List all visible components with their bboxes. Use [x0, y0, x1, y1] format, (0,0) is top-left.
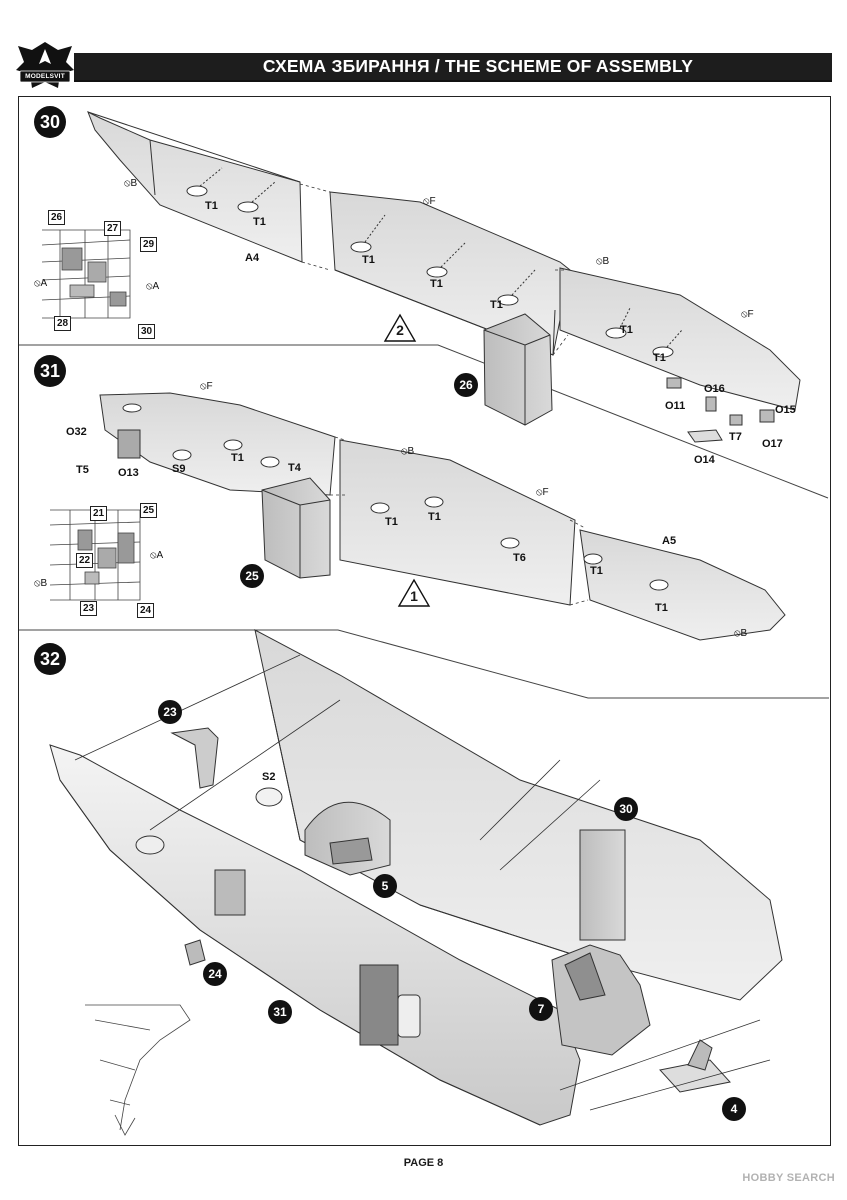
- part-label: O17: [762, 438, 783, 450]
- part-label: T1: [590, 565, 603, 577]
- part-label: T1: [620, 324, 633, 336]
- modelsvit-logo-icon: [16, 42, 74, 88]
- step32-part-23-panel: [170, 727, 219, 789]
- sequence-triangle-2: [383, 313, 417, 342]
- step30-section-aft: [559, 267, 801, 411]
- step31-section-aft: [579, 529, 786, 641]
- part-number-30: 30: [614, 797, 638, 821]
- part-label: O16: [704, 383, 725, 395]
- glue-mark: ⦸A: [146, 281, 160, 292]
- part-label: O15: [775, 404, 796, 416]
- inset-part-label: 25: [140, 503, 158, 518]
- part-label: S9: [172, 463, 186, 475]
- part-label: O32: [66, 426, 87, 438]
- inset-part-label: 28: [54, 316, 72, 331]
- inset-part-label: 21: [90, 506, 108, 521]
- part-label: T6: [513, 552, 526, 564]
- glue-mark: ⦸A: [34, 278, 48, 289]
- step32-detail-inset: [85, 1004, 191, 1136]
- glue-mark: ⦸B: [596, 256, 610, 267]
- part-label: A5: [662, 535, 677, 547]
- part-number-24: 24: [203, 962, 227, 986]
- inset-part-label: 22: [76, 553, 94, 568]
- part-number-4: 4: [722, 1097, 746, 1121]
- watermark-text: HOBBY SEARCH: [742, 1172, 835, 1184]
- step30-small-parts: [666, 377, 775, 443]
- instruction-frame: [18, 96, 831, 1146]
- step30-assembly-arrows: [299, 183, 569, 356]
- part-label: A4: [245, 252, 260, 264]
- sequence-triangle-1: [397, 578, 431, 607]
- part-label: T1: [362, 254, 375, 266]
- part-number-25: 25: [240, 564, 264, 588]
- part-number-7: 7: [529, 997, 553, 1021]
- part-number-5: 5: [373, 874, 397, 898]
- step31-section-middle: [339, 439, 576, 606]
- inset-part-label: 26: [48, 210, 66, 225]
- page-header: MODELSVIT СХЕМА ЗБИРАННЯ / THE SCHEME OF…: [14, 40, 832, 90]
- step32-fuselage-upper-half: [254, 629, 783, 1001]
- step32-part-7-seat: [551, 944, 651, 1056]
- page-title: СХЕМА ЗБИРАННЯ / THE SCHEME OF ASSEMBLY: [262, 56, 694, 76]
- glue-mark: ⦸A: [150, 550, 164, 561]
- step32-part-24-bracket: [184, 939, 206, 966]
- part-label: T1: [655, 602, 668, 614]
- step31-assembly-arrows: [330, 436, 589, 606]
- sequence-marker-1: 1: [410, 588, 418, 604]
- inset-part-label: 23: [80, 601, 98, 616]
- step32-part-s2-window: [255, 787, 283, 807]
- glue-mark: ⦸B: [734, 628, 748, 639]
- part-label: S2: [262, 771, 276, 783]
- step32-part-4-floor: [659, 1039, 731, 1093]
- step30-bulkhead-26: [483, 313, 553, 426]
- title-bar: [74, 53, 832, 82]
- logo-text: MODELSVIT: [25, 73, 65, 80]
- page-number: PAGE 8: [403, 1157, 444, 1169]
- part-label: T4: [288, 462, 301, 474]
- step-number-30: 30: [34, 106, 66, 138]
- sequence-marker-2: 2: [396, 322, 404, 338]
- part-label: T1: [490, 299, 503, 311]
- part-label: T1: [428, 511, 441, 523]
- step32-assembly-lines: [74, 654, 771, 1111]
- part-number-26: 26: [454, 373, 478, 397]
- glue-mark: ⦸F: [200, 381, 213, 392]
- glue-mark: ⦸B: [401, 446, 415, 457]
- part-label: T1: [205, 200, 218, 212]
- watermark: HOBBY SEARCH: [742, 1172, 835, 1184]
- inset-part-label: 24: [137, 603, 155, 618]
- part-label: O14: [694, 454, 715, 466]
- glue-mark: ⦸B: [34, 578, 48, 589]
- part-number-31: 31: [268, 1000, 292, 1024]
- inset-part-label: 27: [104, 221, 122, 236]
- step31-section-forward: [99, 392, 336, 496]
- inset-part-label: 30: [138, 324, 156, 339]
- step31-bulkhead-25: [261, 477, 331, 579]
- part-label: T1: [385, 516, 398, 528]
- inset-part-label: 29: [140, 237, 158, 252]
- part-label: T5: [76, 464, 89, 476]
- part-label: O13: [118, 467, 139, 479]
- glue-mark: ⦸F: [741, 309, 754, 320]
- part-label: T1: [430, 278, 443, 290]
- part-label: T1: [231, 452, 244, 464]
- step32-fuselage-lower-half: [49, 744, 581, 1126]
- step31-inset-panel: [49, 509, 141, 601]
- part-label: T1: [653, 352, 666, 364]
- glue-mark: ⦸F: [536, 487, 549, 498]
- step30-inset-panel: [41, 229, 131, 319]
- part-number-23: 23: [158, 700, 182, 724]
- glue-mark: ⦸B: [124, 178, 138, 189]
- step-number-31: 31: [34, 355, 66, 387]
- glue-mark: ⦸F: [423, 196, 436, 207]
- part-label: O11: [665, 400, 686, 412]
- section-divider-30-31: [19, 344, 829, 499]
- step30-section-a4: [87, 110, 303, 263]
- step-number-32: 32: [34, 643, 66, 675]
- step32-part-5-bulkhead: [304, 801, 391, 876]
- part-label: T7: [729, 431, 742, 443]
- section-divider-31-32: [19, 629, 829, 699]
- part-label: T1: [253, 216, 266, 228]
